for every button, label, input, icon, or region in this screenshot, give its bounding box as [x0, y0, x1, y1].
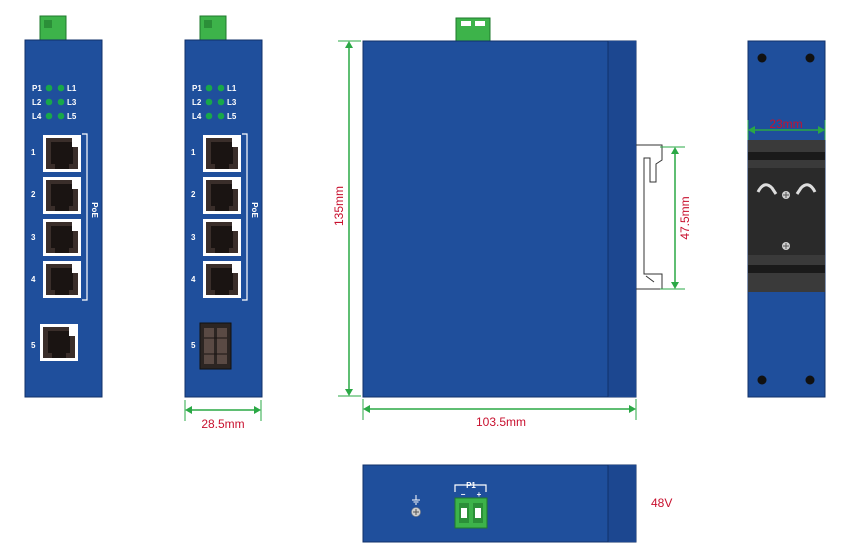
led-label: P1	[192, 84, 202, 93]
led-label: L1	[227, 84, 237, 93]
led-label: L3	[67, 98, 77, 107]
led-label: L3	[227, 98, 237, 107]
depth-dimension-label: 103.5mm	[476, 415, 526, 429]
side-body	[362, 40, 637, 398]
depth-dimension: 103.5mm	[362, 399, 637, 429]
din-clip-dimension-label: 47.5mm	[678, 196, 692, 239]
status-led-icon	[45, 112, 53, 120]
port-number: 5	[191, 341, 196, 350]
status-led-icon	[217, 112, 225, 120]
rj45-port-icon	[203, 135, 241, 172]
ethernet-ports: 1 2 3 4 5	[31, 135, 81, 350]
port-number: 3	[31, 233, 36, 242]
mounting-hole	[757, 375, 767, 385]
mounting-hole	[757, 53, 767, 63]
status-led-icon	[57, 84, 65, 92]
status-led-icon	[217, 98, 225, 106]
led-label: L4	[192, 112, 202, 121]
height-dimension-label: 135mm	[332, 186, 346, 226]
status-led-icon	[57, 112, 65, 120]
port-number: 1	[31, 148, 36, 157]
rj45-port-icon	[203, 219, 241, 256]
status-led-icon	[217, 84, 225, 92]
led-label: P1	[32, 84, 42, 93]
power-terminal-block	[454, 497, 488, 529]
port-number: 4	[191, 275, 196, 284]
rj45-port-icon	[203, 261, 241, 298]
mounting-hole	[805, 375, 815, 385]
status-led-icon	[45, 98, 53, 106]
voltage-label: 48V	[651, 496, 672, 510]
status-led-icon	[45, 84, 53, 92]
width-dimension-label: 28.5mm	[201, 417, 244, 431]
poe-bracket	[82, 133, 88, 301]
rj45-port-icon	[203, 177, 241, 214]
back-width-dimension-label: 23mm	[769, 117, 802, 131]
rj45-port-icon	[43, 177, 81, 214]
rj45-port-icon	[43, 135, 81, 172]
poe-label: PoE	[90, 202, 99, 218]
din-rail	[748, 140, 825, 292]
width-dimension: 28.5mm	[184, 400, 262, 431]
port-number: 2	[191, 190, 196, 199]
led-label: L1	[67, 84, 77, 93]
port-number: 1	[191, 148, 196, 157]
led-label: L2	[32, 98, 42, 107]
port-number: 4	[31, 275, 36, 284]
top-view: P1 − + 48V	[362, 464, 672, 543]
rj45-port-icon	[43, 261, 81, 298]
din-terminal-connector	[39, 15, 67, 41]
poe-label: PoE	[250, 202, 259, 218]
ground-icon	[412, 495, 420, 505]
mounting-hole	[805, 53, 815, 63]
port-5-sfp	[199, 322, 232, 370]
port-number: 2	[31, 190, 36, 199]
terminal-plus: +	[477, 490, 482, 499]
status-led-icon	[205, 112, 213, 120]
status-led-icon	[205, 98, 213, 106]
din-clip-dimension: 47.5mm	[660, 146, 692, 290]
rj45-port-icon	[43, 219, 81, 256]
port-number: 3	[191, 233, 196, 242]
p1-terminal-label: P1	[466, 481, 476, 490]
status-led-icon	[57, 98, 65, 106]
led-label: L2	[192, 98, 202, 107]
led-label: L5	[227, 112, 237, 121]
port-number: 5	[31, 341, 36, 350]
status-led-icon	[205, 84, 213, 92]
port-5-rj45	[40, 324, 78, 361]
back-view: 23mm	[747, 40, 826, 398]
din-terminal-connector	[199, 15, 227, 41]
din-rail-clip	[636, 144, 663, 290]
ground-screw	[411, 507, 421, 517]
terminal-minus: −	[461, 490, 466, 499]
side-view: 135mm 103.5mm 47.5mm	[332, 17, 692, 429]
back-width-dimension: 23mm	[747, 117, 826, 140]
ethernet-ports: 1 2 3 4 5	[191, 135, 241, 350]
p1-bracket	[454, 484, 487, 492]
height-dimension: 135mm	[332, 40, 361, 397]
poe-bracket	[242, 133, 248, 301]
led-label: L4	[32, 112, 42, 121]
led-label: L5	[67, 112, 77, 121]
top-body	[362, 464, 637, 543]
